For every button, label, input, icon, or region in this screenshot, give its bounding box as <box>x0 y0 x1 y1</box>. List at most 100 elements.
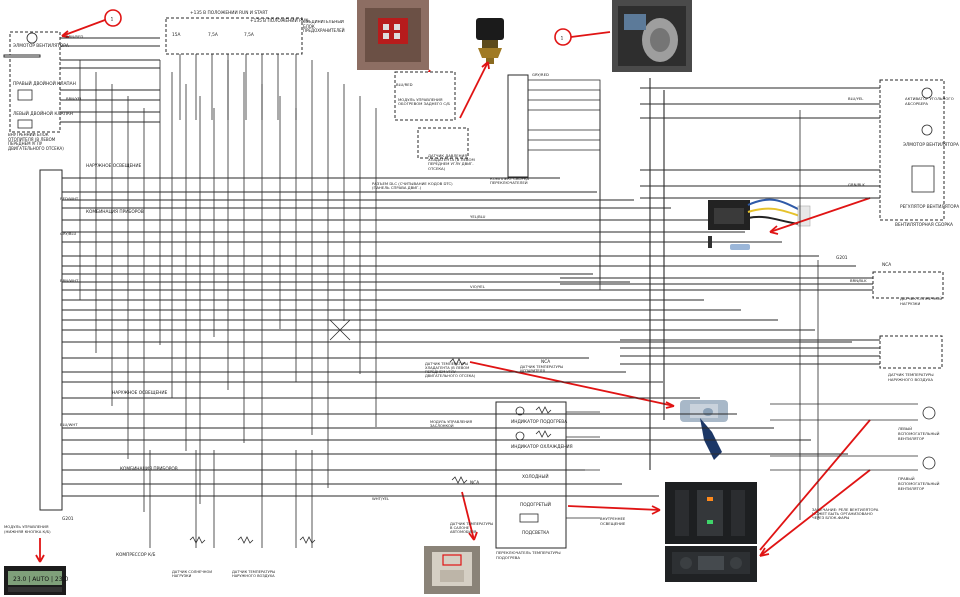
nca-label-2: NCA <box>541 359 550 365</box>
arrow-to-cabin-sensor <box>461 491 475 541</box>
wire <box>299 536 316 544</box>
ambient-caption: ДАТЧИК ТЕМПЕРАТУРЫ НАРУЖНОГО ВОЗДУХА <box>888 372 934 382</box>
sunload-bottom-caption: ДАТЧИК СОЛНЕЧНОЙ НАГРУЗКИ <box>172 570 213 578</box>
wire <box>528 89 601 230</box>
coolant-caption: ДАТЧИК ТЕМПЕРАТУРЫ ХЛАДАГЕНТА (В ЛЕВОМ П… <box>425 362 476 378</box>
wire-code-2: BRN/YEL <box>66 96 83 101</box>
rear-defog-caption: МОДУЛЬ УПРАВЛЕНИЯ ОБОГРЕВОМ ЗАДНЕГО С/Б <box>398 98 450 107</box>
photo-connector-top <box>357 0 429 70</box>
arrow-to-coolant-sensor <box>469 361 675 407</box>
fuse-box-caption: СОЕДИНИТЕЛЬНЫЙ БЛОК ПРЕДОХРАНИТЕЛЕЙ <box>303 20 345 34</box>
fuse-header-2: +135 В ПОЛОЖЕНИИ RUN <box>250 18 308 24</box>
dlc-caption: РАЗЪЕМ DLC (СЧИТЫВАНИЕ КОДОВ DTC) (ПАНЕЛ… <box>372 182 453 191</box>
wire <box>237 536 254 544</box>
outside-light-label-1: НАРУЖНОЕ ОСВЕЩЕНИЕ <box>86 163 142 169</box>
wire <box>528 149 601 290</box>
ind-cool-label: ИНДИКАТОР ОХЛАЖДЕНИЯ <box>511 444 573 450</box>
arrow-to-pressure-sensor <box>459 61 489 119</box>
photo-engine-bay <box>612 0 692 72</box>
wire-code-12: BRN/BLK <box>850 278 867 283</box>
fuse-2: 7,5A <box>208 32 218 38</box>
wire-harness <box>60 37 918 548</box>
right-aux-fan-label: ПРАВЫЙ ВСПОМОГАТЕЛЬНЫЙ ВЕНТИЛЯТОР <box>898 476 940 491</box>
wire <box>451 476 468 484</box>
fuse-header-1: +135 В ПОЛОЖЕНИИ RUN И START <box>190 10 268 16</box>
wire-code-9: VIO/YEL <box>470 284 486 289</box>
wire <box>449 358 466 366</box>
wire-code-7: GRY/BLU <box>60 231 76 236</box>
photo-pressure-sensor <box>476 18 504 64</box>
arrow-to-panel-1 <box>759 419 871 551</box>
evap-caption: ДАТЧИК ТЕМПЕРАТУРЫ ИСПАРИТЕЛЯ <box>520 365 564 373</box>
left-aux-fan-label: ЛЕВЫЙ ВСПОМОГАТЕЛЬНЫЙ ВЕНТИЛЯТОР <box>898 426 940 441</box>
wire-code-5: YEL/BLU <box>470 214 486 219</box>
backlight-label: ПОДСВЕТКА <box>522 530 549 536</box>
wire-code-4: GRY/RED <box>532 72 549 77</box>
fuse-box <box>165 17 303 55</box>
switch-assembly-caption: КОМПЛЕКТ СБОРКА ПЕРЕКЛЮЧАТЕЛЕЙ <box>490 177 530 186</box>
ambient-bottom-caption: ДАТЧИК ТЕМПЕРАТУРЫ НАРУЖНОГО ВОЗДУХА <box>232 570 276 578</box>
recirc-door-caption: МОДУЛЬ УПРАВЛЕНИЯ ЗАСЛОНКОЙ <box>430 420 473 428</box>
ground-label-2: G201 <box>836 255 848 261</box>
combination-label-2: КОМБИНАЦИЯ ПРИБОРОВ <box>120 466 178 472</box>
heat-label: ПОДОГРЕТЫЙ <box>520 501 551 508</box>
photo-climate-panel <box>665 546 757 582</box>
arrow-to-fan-resistor <box>769 197 871 233</box>
left-component-group: ЭЛМОТОР ВЕНТИЛЯТОРА ПРАВЫЙ ДВОЙНОЙ КЛАПА… <box>8 31 76 151</box>
pressure-sensor-caption: ДАТЧИК ДАВЛЕНИЯ ХЛАДАГЕНТА (В ЛЕВОМ ПЕРЕ… <box>428 154 475 171</box>
outside-light-label-2: НАРУЖНОЕ ОСВЕЩЕНИЕ <box>112 390 168 396</box>
fan-regulator-label: РЕГУЛЯТОР ВЕНТИЛЯТОРА <box>900 204 959 210</box>
wire-code-1: BRN/RED <box>66 34 83 39</box>
rear-defog-module <box>394 71 456 121</box>
wire-code-6: RED/WHT <box>60 196 79 201</box>
right-valve-label: ПРАВЫЙ ДВОЙНОЙ КЛАПАН <box>13 80 76 87</box>
combination-label-1: КОМБИНАЦИЯ ПРИБОРОВ <box>86 209 144 215</box>
wire-code-14: WHT/YEL <box>372 496 390 501</box>
left-valve-label: ЛЕВЫЙ ДВОЙНОЙ КЛАПАН <box>13 110 73 117</box>
main-control-connector <box>39 169 63 511</box>
wire-code-3: BLU/RED <box>396 82 413 87</box>
internal-light-label: ВНУТРЕННЕЕ ОСВЕЩЕНИЕ <box>600 516 626 526</box>
callout-left-number: 1 <box>111 17 114 23</box>
display-readout: 23.0 | AUTO | 23.0 <box>13 576 68 583</box>
heater-switch-box <box>495 401 567 549</box>
fan-assembly-caption: ВЕНТИЛЯТОРНАЯ СБОРКА <box>895 222 953 228</box>
headlamp-note: ЗАМЕЧАНИЕ: РЕЛЕ ВЕНТИЛЯТОРА МОЖЕТ БЫТЬ О… <box>812 508 879 521</box>
wire <box>535 430 552 438</box>
fuse-1: 15A <box>172 32 180 38</box>
wire <box>535 406 552 414</box>
fuse-3: 7,5A <box>244 32 254 38</box>
wire <box>329 319 351 341</box>
sunload-caption: ДАТЧИК СОЛНЕЧНОЙ НАГРУЗКИ <box>900 296 943 306</box>
arrow-to-panel-2 <box>759 469 871 557</box>
ind-heat-label: ИНДИКАТОР ПОДОГРЕВА <box>511 419 567 425</box>
switch-assembly <box>507 74 529 178</box>
wire <box>528 139 601 280</box>
ground-label-1: G201 <box>62 516 74 522</box>
photo-climate-display: 23.0 | AUTO | 23.0 <box>4 566 68 595</box>
callout-circle-left <box>104 9 122 27</box>
nca-label-1: NCA <box>882 262 891 268</box>
photo-coolant-sensor <box>680 400 728 460</box>
pressure-sensor-block <box>417 127 469 159</box>
heater-switch-caption: ПЕРЕКЛЮЧАТЕЛЬ ТЕМПЕРАТУРЫ ПОДОГРЕВА <box>496 550 561 560</box>
compressor-label: КОМПРЕССОР К/Б <box>116 552 156 558</box>
cold-label: ХОЛОДНЫЙ <box>522 473 549 480</box>
callout-arrow-right <box>570 31 611 38</box>
nca-label-3: NCA <box>470 480 479 486</box>
photo-hvac-buttons <box>665 482 757 544</box>
recirc-actuator-label: АКТИВАТОР УГОЛЬНОГО АБСОРБЕРА <box>905 96 954 106</box>
ambient-sensor-box <box>879 335 943 369</box>
cabin-caption: ДАТЧИК ТЕМПЕРАТУРЫ В САЛОНЕ АВТОМОБИЛЯ <box>450 522 494 534</box>
underhood-box-caption: ВНУТРЕННИЙ БЛОК ОТОПИТЕЛЯ (В ЛЕВОМ ПЕРЕД… <box>8 133 64 151</box>
sunload-sensor-box <box>872 271 944 299</box>
fan-motor-left-label: ЭЛМОТОР ВЕНТИЛЯТОРА <box>13 43 69 49</box>
wire-code-8: BRN/WHT <box>60 278 79 283</box>
wire-code-11: GRN/BLK <box>848 182 865 187</box>
wire <box>189 536 206 544</box>
callout-arrow-left <box>61 19 106 37</box>
wire-code-10: BLU/YEL <box>848 96 864 101</box>
fan-assembly-box <box>879 79 945 221</box>
callout-right-number: 1 <box>561 36 564 42</box>
